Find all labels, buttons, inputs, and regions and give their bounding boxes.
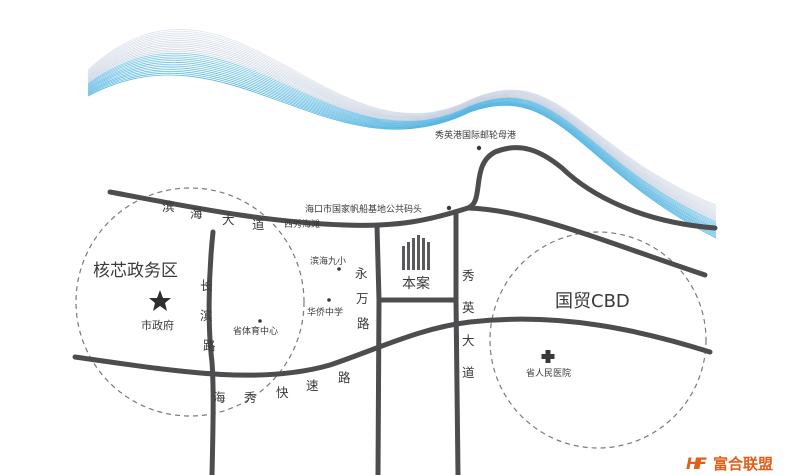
wave-line — [87, 71, 717, 236]
svg-text:H: H — [686, 454, 700, 473]
wave-line — [87, 30, 717, 207]
wave-line — [87, 74, 717, 239]
sports-center-dot-icon — [258, 319, 262, 323]
star-icon — [149, 290, 171, 311]
sailing-base-label: 海口市国家帆船基地公共码头 — [305, 203, 422, 215]
port-label: 秀英港国际邮轮母港 — [435, 129, 516, 141]
hospital-cross-icon — [541, 350, 555, 363]
sports-center-label: 省体育中心 — [233, 325, 278, 337]
changbin-road-char-1: 长 — [200, 278, 213, 293]
xiuying-road-char-1: 秀 — [462, 268, 475, 283]
wave-line — [87, 40, 717, 214]
brand-name: 富合联盟 — [713, 455, 773, 473]
haixiu-road-char-2: 秀 — [244, 390, 257, 405]
wave-line — [87, 63, 717, 231]
wave-line — [87, 49, 717, 220]
port-dot-icon — [476, 145, 482, 151]
wave-line — [87, 43, 717, 216]
binhai-avenue-road — [107, 145, 718, 231]
yongwan-road-char-2: 万 — [356, 291, 369, 306]
wave-line — [87, 69, 717, 235]
wave-line — [87, 60, 717, 228]
wave-line — [87, 47, 717, 219]
haixiu-road-char-4: 速 — [306, 378, 319, 393]
yongwan-road-char-3: 路 — [357, 316, 370, 331]
sailing-base-dot-icon — [446, 205, 452, 211]
huaqiao-school-dot-icon — [327, 298, 331, 302]
hospital-label: 省人民医院 — [526, 367, 571, 379]
wave-line — [87, 51, 717, 222]
binhai-road-char-4: 道 — [252, 217, 265, 232]
coastline-waves — [87, 29, 717, 239]
changbin-road-char-3: 路 — [203, 338, 216, 353]
wave-line — [87, 61, 717, 230]
yongwan-road — [374, 223, 382, 475]
haixiu-expressway-road — [72, 316, 713, 378]
xiuying-road-char-4: 道 — [462, 365, 475, 380]
wave-line — [87, 41, 717, 215]
xiuying-road-char-2: 英 — [462, 300, 475, 315]
xiuying-avenue-road — [453, 211, 461, 475]
building-logo-icon — [402, 235, 430, 270]
city-government-label: 市政府 — [141, 318, 174, 332]
core-zone-label: 核芯政务区 — [93, 261, 178, 281]
binhai-school-label: 滨海九小 — [310, 255, 346, 267]
brand-logo-icon: H F — [686, 454, 707, 473]
binhai-school-dot-icon — [337, 267, 341, 271]
changbin-road-char-2: 滨 — [200, 308, 213, 323]
haixiu-road-char-5: 路 — [338, 370, 351, 385]
binhai-road-char-1: 滨 — [162, 199, 175, 214]
wave-line — [87, 56, 717, 226]
project-label: 本案 — [402, 275, 430, 292]
xiuying-road-char-3: 大 — [462, 333, 475, 348]
wave-line — [87, 65, 717, 232]
haixiu-road-char-1: 海 — [213, 390, 226, 405]
huaqiao-school-label: 华侨中学 — [307, 306, 343, 318]
binhai-road-char-3: 大 — [222, 212, 235, 227]
cbd-zone-circle — [489, 231, 707, 449]
yongwan-road-char-1: 永 — [355, 266, 368, 281]
core-zone-circle — [75, 187, 305, 417]
xixiu-beach-label: 西秀海滩 — [284, 218, 320, 230]
coastal-road-east — [465, 205, 708, 278]
wave-line — [87, 58, 717, 227]
wave-line — [87, 67, 717, 234]
haixiu-road-char-3: 快 — [276, 385, 289, 400]
svg-text:F: F — [696, 454, 707, 473]
wave-line — [87, 29, 717, 206]
wave-line — [87, 72, 717, 238]
wave-line — [87, 52, 717, 223]
wave-line — [87, 54, 717, 224]
binhai-road-char-2: 海 — [190, 206, 203, 221]
cbd-zone-label: 国贸CBD — [555, 291, 630, 312]
wave-line — [87, 45, 717, 218]
changbin-road — [206, 229, 216, 475]
